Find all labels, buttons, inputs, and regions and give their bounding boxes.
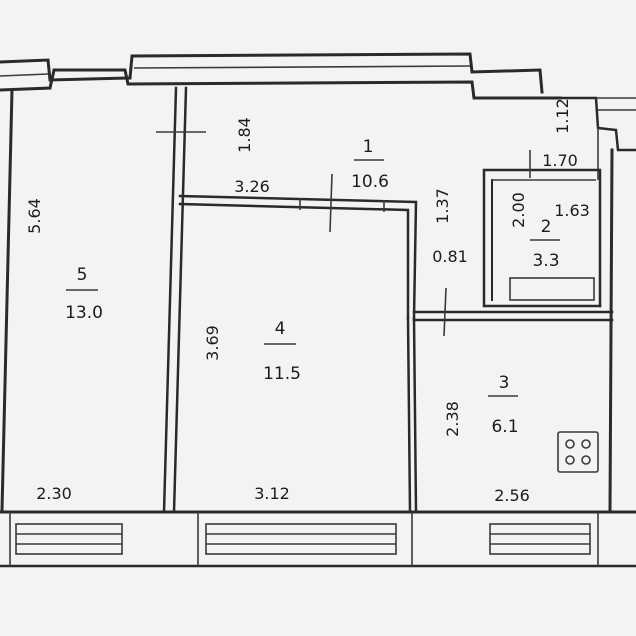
dim-room4-height: 3.69 xyxy=(203,325,222,361)
wall-room1-room4 xyxy=(178,173,418,320)
room-3-label: 3 6.1 xyxy=(488,373,519,437)
room-5-number: 5 xyxy=(77,265,88,285)
room-5-area: 13.0 xyxy=(65,303,103,323)
dim-room3-height: 2.38 xyxy=(443,401,462,437)
room-2-number: 2 xyxy=(541,217,552,237)
room-1-label: 1 10.6 xyxy=(351,137,389,192)
dim-entry-height: 1.12 xyxy=(553,98,572,134)
bottom-exterior-wall xyxy=(0,510,636,568)
room-4-area: 11.5 xyxy=(263,364,301,384)
room-3-area: 6.1 xyxy=(491,417,518,437)
stove-icon xyxy=(557,431,599,473)
room-4-number: 4 xyxy=(275,319,286,339)
dim-room4-width: 3.12 xyxy=(254,484,290,503)
dim-room2-height-a: 2.00 xyxy=(509,192,528,228)
dim-room2-width: 1.70 xyxy=(542,151,578,170)
wall-room4-room3 xyxy=(406,316,418,514)
room-2-area: 3.3 xyxy=(532,251,559,271)
entry-wall xyxy=(558,96,636,180)
dim-corridor-right: 1.37 xyxy=(433,188,452,224)
room-1-number: 1 xyxy=(363,137,374,157)
room-3-number: 3 xyxy=(499,373,510,393)
dim-room4-top-width: 3.26 xyxy=(234,177,270,196)
window-right xyxy=(489,523,591,555)
room-1-area: 10.6 xyxy=(351,172,389,192)
room2-walls xyxy=(482,150,602,308)
left-exterior-wall xyxy=(0,88,14,512)
wall-room5-room4 xyxy=(162,86,188,514)
dim-room2-height-b: 1.63 xyxy=(554,201,590,220)
dim-room3-width: 2.56 xyxy=(494,486,530,505)
room-5-label: 5 13.0 xyxy=(65,265,103,323)
window-middle xyxy=(205,523,397,555)
dim-room5-height: 5.64 xyxy=(25,198,44,234)
outer-top-wall xyxy=(0,52,562,100)
room-4-label: 4 11.5 xyxy=(263,319,301,384)
window-left xyxy=(15,523,123,555)
right-exterior-wall xyxy=(608,148,614,512)
dim-room5-width: 2.30 xyxy=(36,484,72,503)
dim-corridor-gap: 0.81 xyxy=(432,247,468,266)
room-2-label: 2 3.3 xyxy=(530,217,560,271)
wall-room3-top xyxy=(412,287,614,337)
dim-room1-height: 1.84 xyxy=(235,117,254,153)
